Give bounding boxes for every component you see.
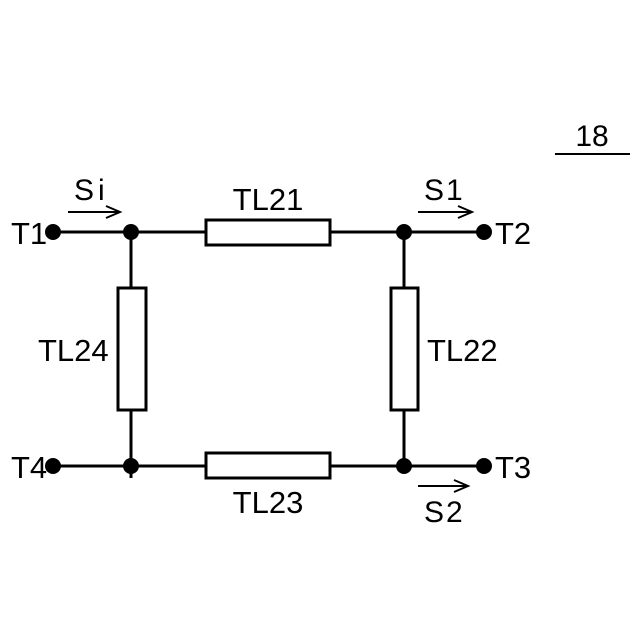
- signal-s1-arrow: [418, 206, 472, 218]
- node-bottom-left: [123, 458, 139, 474]
- tl21-label: TL21: [233, 182, 304, 217]
- terminal-t3-dot: [476, 458, 492, 474]
- tl23-label: TL23: [233, 485, 304, 520]
- terminal-t2-dot: [476, 224, 492, 240]
- terminal-t1-dot: [45, 224, 61, 240]
- node-top-right: [396, 224, 412, 240]
- tl22-label: TL22: [427, 333, 498, 368]
- terminal-t2-label: T2: [495, 216, 531, 251]
- tl24-label: TL24: [38, 333, 109, 368]
- figure-ref-number: 18: [575, 120, 608, 153]
- terminal-t1-label: T1: [11, 216, 47, 251]
- terminal-dots: [45, 224, 492, 474]
- terminal-t4-dot: [45, 458, 61, 474]
- node-top-left: [123, 224, 139, 240]
- node-bottom-right: [396, 458, 412, 474]
- tl22-element: [391, 288, 418, 410]
- signal-s2-label: S2: [424, 496, 465, 529]
- junction-nodes: [123, 224, 412, 474]
- signal-s2-arrow: [418, 480, 468, 492]
- terminal-t4-label: T4: [11, 450, 47, 485]
- tl24-element: [118, 288, 146, 410]
- signal-si-label: Si: [74, 174, 109, 207]
- tl21-element: [206, 220, 330, 245]
- tl23-element: [206, 453, 330, 478]
- signal-s1-label: S1: [424, 174, 465, 207]
- signal-si-arrow: [68, 206, 120, 218]
- terminal-t3-label: T3: [495, 450, 531, 485]
